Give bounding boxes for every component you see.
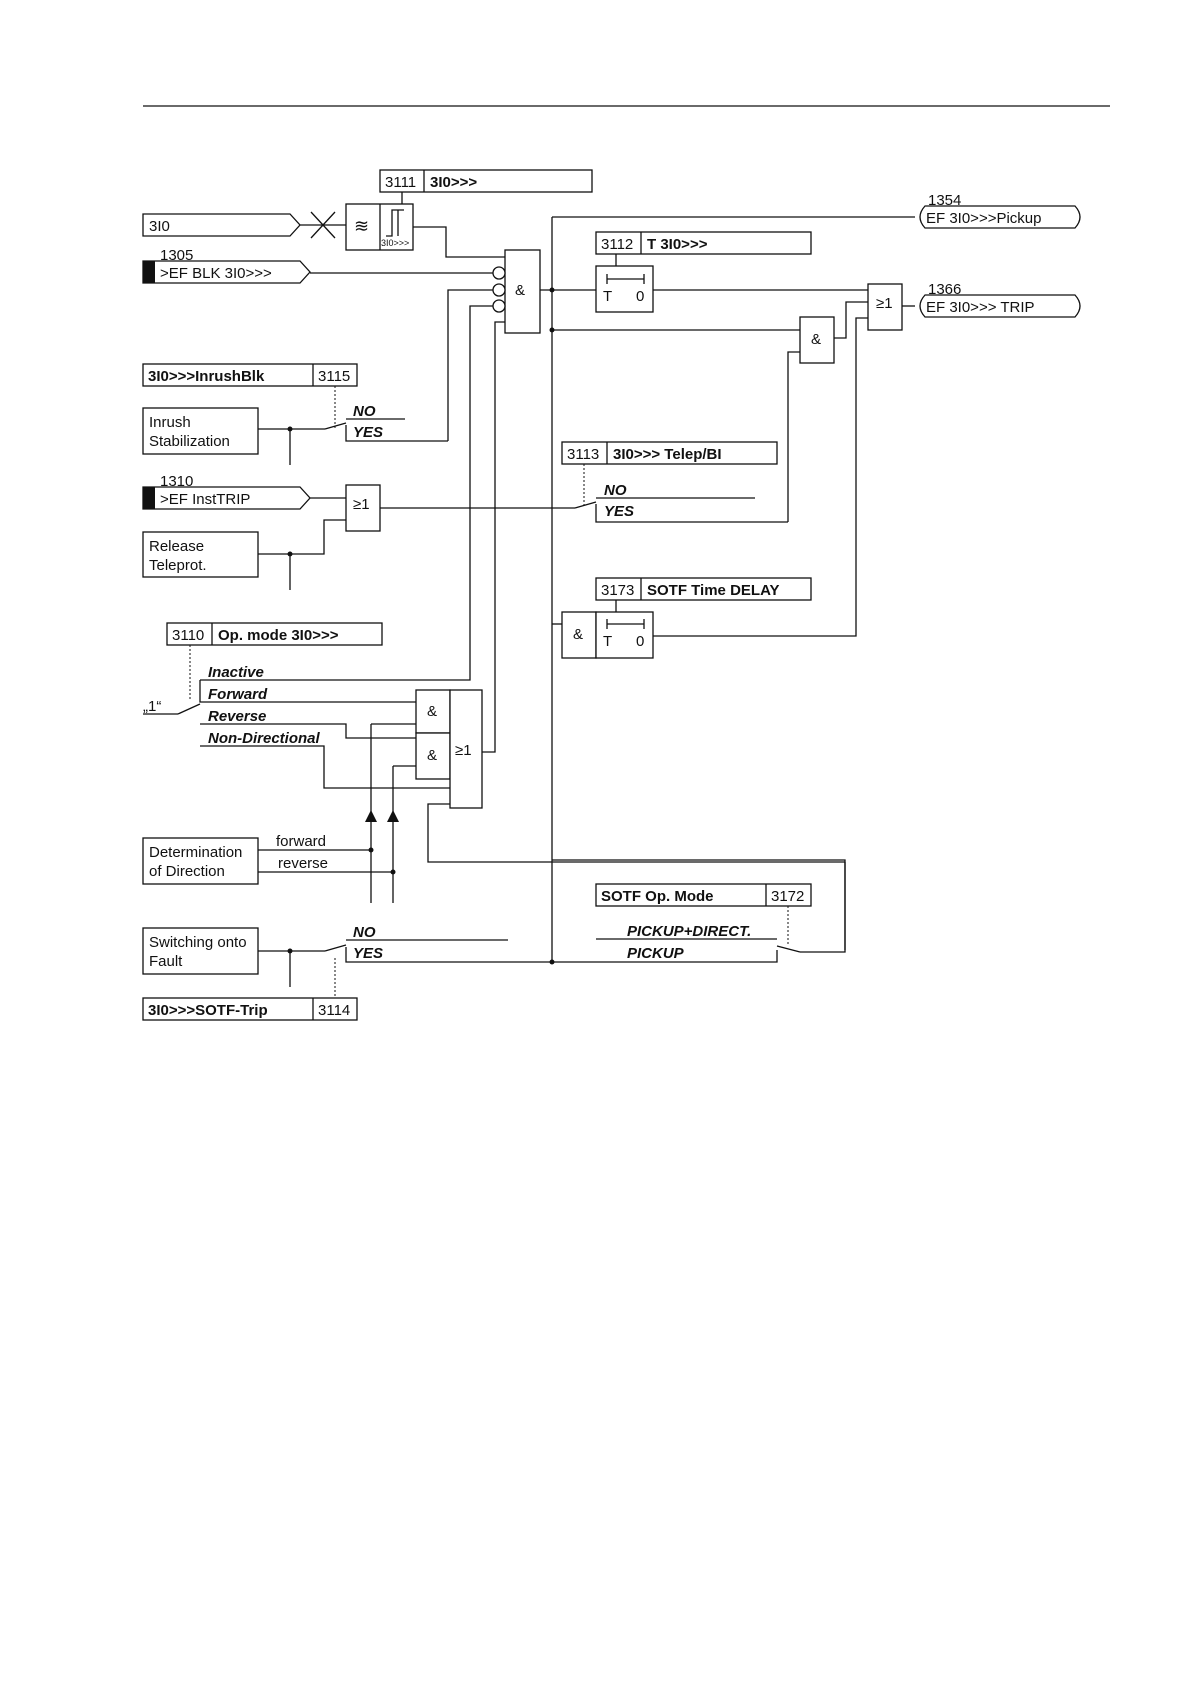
output-trip: EF 3I0>>> TRIP (919, 294, 1081, 318)
signal-reverse: reverse (278, 855, 328, 872)
param-3172-number: 3172 (771, 888, 804, 905)
opmode-nondirectional: Non-Directional (208, 730, 321, 747)
output-trip-label: EF 3I0>>> TRIP (926, 299, 1035, 316)
and-gate-telep: & (799, 316, 835, 364)
or-gate-inst-symbol: ≥1 (353, 496, 370, 513)
or-gate-trip-symbol: ≥1 (876, 295, 893, 312)
sotf-line-2: Fault (149, 953, 183, 970)
filter-icon: ≋ (354, 216, 369, 236)
sotf-box: Switching onto Fault (142, 927, 259, 975)
filter-threshold-block: ≋ 3I0>>> (345, 203, 414, 251)
switch-3115-no: NO (353, 403, 376, 420)
output-pickup: EF 3I0>>>Pickup (919, 205, 1081, 229)
and-gate-sotf: & (561, 611, 597, 659)
output-pickup-label: EF 3I0>>>Pickup (926, 210, 1042, 227)
sotf-mode-pickup-direct: PICKUP+DIRECT. (627, 923, 751, 940)
release-line-1: Release (149, 538, 204, 555)
inrush-line-1: Inrush (149, 414, 191, 431)
direction-line-1: Determination (149, 844, 242, 861)
release-teleprot-box: Release Teleprot. (142, 531, 259, 578)
input-3i0: 3I0 (142, 213, 301, 237)
switch-3113-no: NO (604, 482, 627, 499)
and-gate-forward: & (415, 689, 451, 734)
input-3i0-label: 3I0 (149, 218, 170, 235)
switch-3114-no: NO (353, 924, 376, 941)
constant-one: „1“ (143, 698, 161, 715)
or-gate-inst: ≥1 (345, 484, 381, 532)
param-3113-number: 3113 (567, 446, 599, 463)
signal-forward: forward (276, 833, 326, 850)
output-trip-number: 1366 (928, 281, 961, 298)
param-3113-name: 3I0>>> Telep/BI (613, 446, 722, 463)
timer-t3i0-t: T (603, 288, 612, 305)
param-3172-name: SOTF Op. Mode (601, 888, 714, 905)
input-inst-number: 1310 (160, 473, 193, 490)
direction-line-2: of Direction (149, 863, 225, 880)
param-3110-name: Op. mode 3I0>>> (218, 627, 339, 644)
or-gate-trip: ≥1 (867, 283, 903, 331)
param-3114-name: 3I0>>>SOTF-Trip (148, 1002, 268, 1019)
param-3115: 3I0>>>InrushBlk 3115 (142, 363, 358, 387)
release-line-2: Teleprot. (149, 557, 207, 574)
param-3114-number: 3114 (318, 1002, 350, 1019)
switch-3115-yes: YES (353, 424, 383, 441)
input-inst-label: >EF InstTRIP (160, 491, 250, 508)
timer-t3i0: T 0 (595, 265, 654, 313)
param-3112-number: 3112 (601, 236, 633, 253)
param-3111-number: 3111 (385, 174, 416, 191)
opmode-forward: Forward (208, 686, 268, 703)
param-3173-number: 3173 (601, 582, 634, 599)
and-gate-sotf-symbol: & (573, 626, 583, 643)
sotf-mode-pickup: PICKUP (627, 945, 685, 962)
param-3110-number: 3110 (172, 627, 204, 644)
timer-t3i0-zero: 0 (636, 288, 644, 305)
and-gate-telep-symbol: & (811, 331, 821, 348)
inrush-line-2: Stabilization (149, 433, 230, 450)
input-blk-number: 1305 (160, 247, 193, 264)
switch-3113-yes: YES (604, 503, 634, 520)
param-3173-name: SOTF Time DELAY (647, 582, 780, 599)
input-blk-label: >EF BLK 3I0>>> (160, 265, 272, 282)
and-gate-reverse-symbol: & (427, 747, 437, 764)
param-3112-name: T 3I0>>> (647, 236, 708, 253)
arrow-up-forward-icon (365, 810, 377, 822)
param-3111: 3111 3I0>>> (379, 169, 593, 193)
or-gate-directional: ≥1 (449, 689, 483, 809)
and-gate-reverse: & (415, 732, 451, 780)
param-3110: 3110 Op. mode 3I0>>> (166, 622, 383, 646)
opmode-reverse: Reverse (208, 708, 266, 725)
inrush-stabilization-box: Inrush Stabilization (142, 407, 259, 455)
and-gate-main: & (492, 249, 541, 334)
input-ef-insttrip: >EF InstTRIP (142, 486, 311, 510)
and-gate-forward-symbol: & (427, 703, 437, 720)
param-3111-name: 3I0>>> (430, 174, 477, 191)
param-3173: 3173 SOTF Time DELAY (595, 577, 812, 601)
sotf-line-1: Switching onto (149, 934, 247, 951)
opmode-inactive: Inactive (208, 664, 264, 681)
param-3113: 3113 3I0>>> Telep/BI (561, 441, 778, 465)
threshold-label: 3I0>>> (381, 238, 409, 248)
param-3172: SOTF Op. Mode 3172 (595, 883, 812, 907)
and-gate-main-symbol: & (515, 282, 525, 299)
output-pickup-number: 1354 (928, 192, 961, 209)
timer-sotf-zero: 0 (636, 633, 644, 650)
direction-box: Determination of Direction (142, 837, 259, 885)
or-gate-directional-symbol: ≥1 (455, 742, 472, 759)
input-ef-blk: >EF BLK 3I0>>> (142, 260, 311, 284)
param-3112: 3112 T 3I0>>> (595, 231, 812, 255)
switch-3114-yes: YES (353, 945, 383, 962)
timer-sotf-t: T (603, 633, 612, 650)
param-3115-name: 3I0>>>InrushBlk (148, 368, 265, 385)
param-3115-number: 3115 (318, 368, 350, 385)
arrow-up-reverse-icon (387, 810, 399, 822)
timer-sotf: T 0 (595, 611, 654, 659)
param-3114: 3I0>>>SOTF-Trip 3114 (142, 997, 358, 1021)
